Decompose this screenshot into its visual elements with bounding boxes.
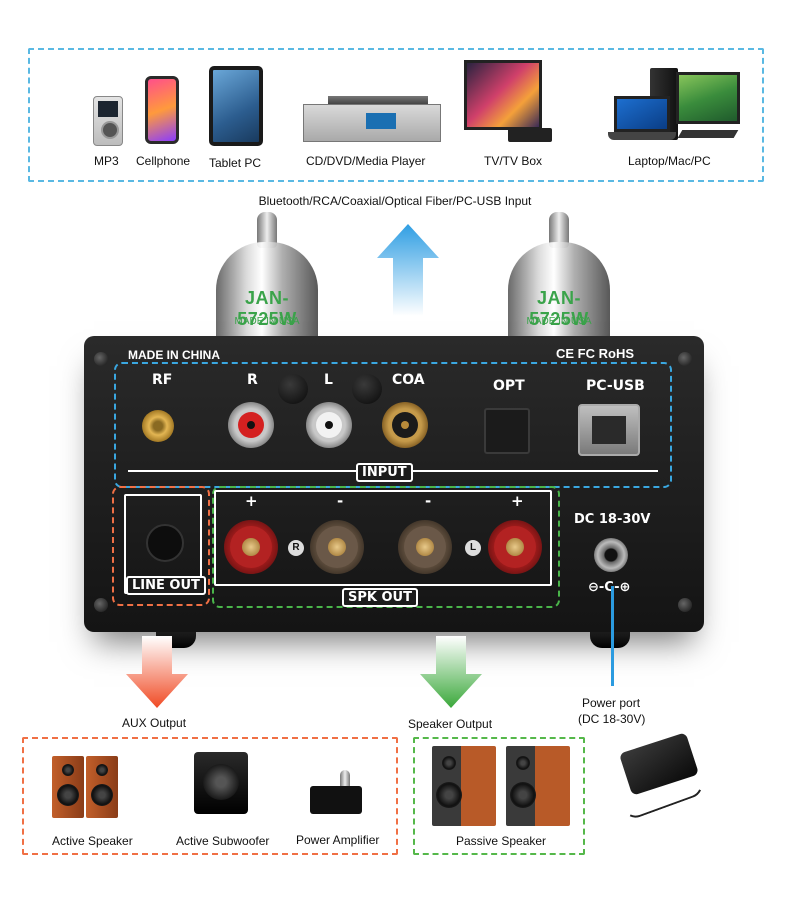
source-label-tablet: Tablet PC	[209, 156, 262, 170]
tube-origin: MADE IN USA	[234, 316, 300, 327]
speaker-output-label: Speaker Output	[408, 717, 493, 731]
keyboard-icon	[677, 130, 739, 138]
aux-output-box	[22, 737, 398, 855]
aux-item-label: Active Speaker	[52, 834, 133, 848]
dc-label: DC 18-30V	[574, 512, 651, 527]
power-amplifier-tube-icon	[340, 770, 350, 788]
line-out-jack[interactable]	[146, 524, 184, 562]
active-speaker-icon	[86, 756, 118, 818]
screw-icon	[94, 598, 108, 612]
arrow-up-icon	[377, 224, 439, 316]
source-label-tv: TV/TV Box	[484, 154, 543, 168]
speaker-terminal-r-plus[interactable]	[224, 520, 278, 574]
rf-antenna-jack[interactable]	[142, 410, 174, 442]
arrow-down-aux-icon	[126, 636, 188, 708]
spk-out-tag: SPK OUT	[342, 588, 418, 607]
polarity-minus: -	[425, 492, 432, 510]
speaker-out-zone-outline	[212, 486, 560, 608]
cellphone-icon	[145, 76, 179, 144]
usb-b-input[interactable]	[578, 404, 640, 456]
certification-marks: CE FC RoHS	[556, 346, 634, 361]
input-tag: INPUT	[356, 463, 413, 482]
rf-label: RF	[152, 372, 173, 388]
laptop-base	[608, 132, 676, 140]
polarity-plus: +	[511, 492, 524, 510]
screw-icon	[94, 352, 108, 366]
knob[interactable]	[278, 374, 308, 404]
tube-origin: MADE IN USA	[526, 316, 592, 327]
monitor-icon	[676, 72, 740, 124]
source-label-mp3: MP3	[94, 154, 119, 168]
rca-input-right[interactable]	[228, 402, 274, 448]
tablet-icon	[209, 66, 263, 146]
passive-speaker-icon	[432, 746, 496, 826]
dc-polarity-symbol: ⊖-C-⊕	[588, 580, 631, 595]
power-amplifier-icon	[310, 786, 362, 814]
aux-item-label: Power Amplifier	[296, 833, 380, 847]
subwoofer-icon	[194, 752, 248, 814]
speaker-terminal-r-minus[interactable]	[310, 520, 364, 574]
line-out-tag: LINE OUT	[126, 576, 206, 595]
channel-r-tag: R	[288, 540, 304, 556]
input-sources-box	[28, 48, 764, 182]
tv-box-icon	[508, 128, 552, 142]
polarity-minus: -	[337, 492, 344, 510]
power-port-label: Power port	[582, 696, 641, 710]
screw-icon	[678, 352, 692, 366]
laptop-icon	[614, 96, 670, 132]
coaxial-label: COA	[392, 372, 425, 388]
arrow-down-speaker-icon	[420, 636, 482, 708]
source-label-cellphone: Cellphone	[136, 154, 191, 168]
speaker-item-label: Passive Speaker	[456, 834, 547, 848]
screw-icon	[678, 598, 692, 612]
optical-input[interactable]	[484, 408, 530, 454]
vacuum-tube-left: JAN-5725W MADE IN USA	[216, 212, 318, 342]
power-port-voltage: (DC 18-30V)	[578, 712, 646, 726]
speaker-terminal-l-plus[interactable]	[488, 520, 542, 574]
source-label-media-player: CD/DVD/Media Player	[306, 154, 426, 168]
rca-l-label: L	[324, 372, 333, 388]
media-player-icon-top	[328, 96, 428, 104]
speaker-output-box	[413, 737, 585, 855]
pc-usb-label: PC-USB	[586, 378, 645, 394]
vacuum-tube-right: JAN-5725W MADE IN USA	[508, 212, 610, 342]
dc-power-jack[interactable]	[594, 538, 628, 572]
input-caption: Bluetooth/RCA/Coaxial/Optical Fiber/PC-U…	[258, 194, 532, 208]
made-in-label: MADE IN CHINA	[128, 348, 220, 362]
polarity-plus: +	[245, 492, 258, 510]
channel-l-tag: L	[465, 540, 481, 556]
optical-label: OPT	[493, 378, 525, 394]
power-port-pointer	[611, 586, 614, 686]
rca-input-left[interactable]	[306, 402, 352, 448]
aux-item-label: Active Subwoofer	[176, 834, 270, 848]
speaker-terminal-l-minus[interactable]	[398, 520, 452, 574]
active-speaker-icon	[52, 756, 84, 818]
tv-icon	[464, 60, 542, 130]
coaxial-input[interactable]	[382, 402, 428, 448]
amp-foot	[590, 630, 630, 648]
source-label-computer: Laptop/Mac/PC	[628, 154, 711, 168]
tube-code: JAN-5725W	[529, 288, 589, 329]
speaker-out-frame	[214, 490, 552, 586]
knob[interactable]	[352, 374, 382, 404]
mp3-player-icon	[93, 96, 123, 146]
rca-r-label: R	[247, 372, 258, 388]
passive-speaker-icon	[506, 746, 570, 826]
aux-output-label: AUX Output	[122, 716, 187, 730]
line-out-zone-outline	[112, 486, 210, 606]
tube-code: JAN-5725W	[237, 288, 297, 329]
media-player-icon	[303, 104, 441, 142]
